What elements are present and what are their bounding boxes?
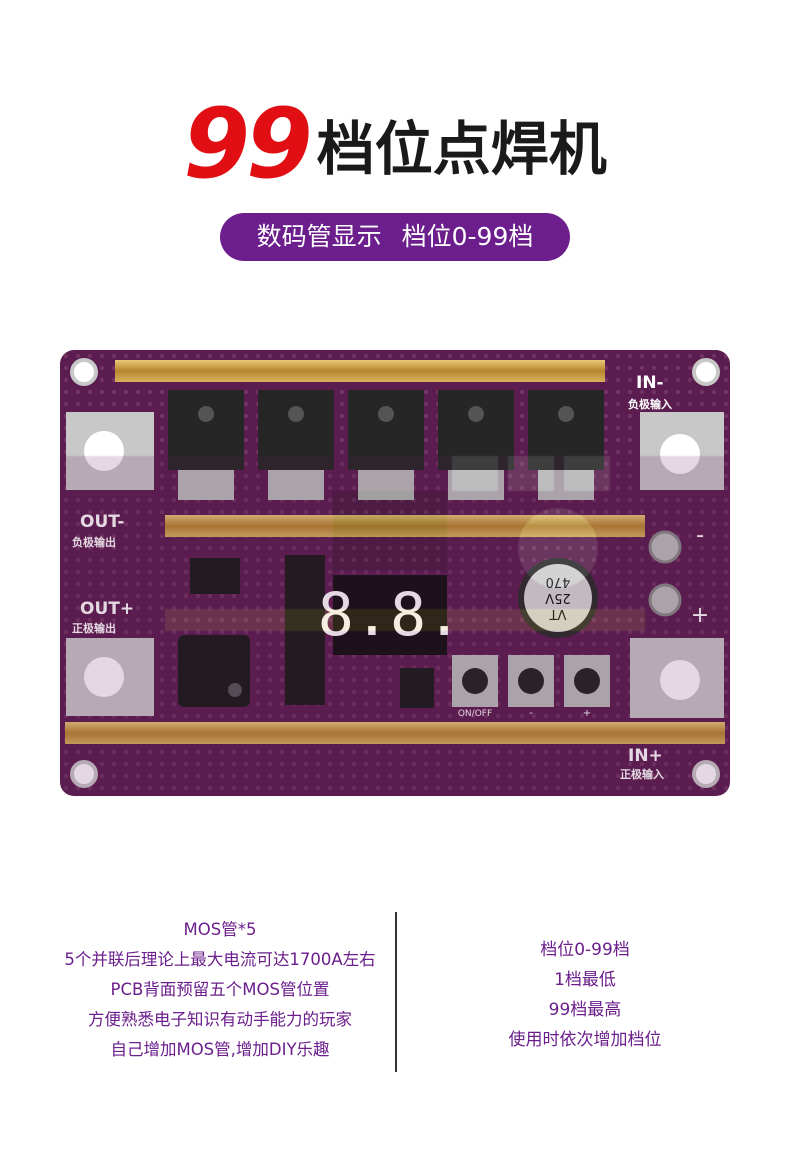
feature-pill: 数码管显示 档位0-99档 xyxy=(220,213,570,261)
label-in-minus-cn: 负极输入 xyxy=(628,397,672,411)
title-text: 档位点焊机 xyxy=(316,115,607,183)
board-reflection xyxy=(60,456,730,796)
vertical-divider xyxy=(395,912,397,1072)
copper-bar-bottom xyxy=(65,722,725,744)
pcb-board-svg: 8.8. VT 25V 470 ON/OFF - + - + IN- 负极输入 … xyxy=(60,350,730,796)
label-in-plus-cn: 正极输入 xyxy=(620,767,664,781)
display-digits: 8.8. xyxy=(318,580,463,650)
cap-text-25v: 25V xyxy=(545,590,571,605)
btn-label-onoff: ON/OFF xyxy=(458,709,492,719)
mosfet-row xyxy=(168,390,604,500)
features-text: MOS管*5 5个并联后理论上最大电流可达1700A左右 PCB背面预留五个MO… xyxy=(40,915,400,1065)
cap-text-470: 470 xyxy=(546,574,571,589)
feature-line: PCB背面预留五个MOS管位置 xyxy=(110,980,330,999)
gear-line: 99档最高 xyxy=(548,1000,622,1020)
title-number: 99 xyxy=(183,88,313,200)
seven-segment-display xyxy=(333,575,447,655)
label-out-plus-cn: 正极输出 xyxy=(72,621,116,635)
label-in-plus: IN+ xyxy=(628,746,663,766)
gear-line: 使用时依次增加档位 xyxy=(508,1030,662,1050)
label-out-minus: OUT- xyxy=(80,512,124,532)
ic-chip xyxy=(190,558,240,594)
gear-line: 1档最低 xyxy=(554,970,616,990)
pill-display-text: 数码管显示 xyxy=(256,222,382,251)
stud-minus xyxy=(648,530,682,564)
mount-hole-icon xyxy=(70,358,98,386)
ic-chip-long xyxy=(285,555,325,705)
pill-gear-text: 档位0-99档 xyxy=(401,222,534,251)
gear-line: 档位0-99档 xyxy=(540,940,630,960)
pcb-board-image: 8.8. VT 25V 470 ON/OFF - + - + IN- 负极输入 … xyxy=(60,350,730,796)
stud-plus xyxy=(648,583,682,617)
ic-chip-small xyxy=(400,668,434,708)
btn-label-minus: - xyxy=(529,708,533,719)
gears-text: 档位0-99档 1档最低 99档最高 使用时依次增加档位 xyxy=(420,935,750,1055)
label-out-minus-cn: 负极输出 xyxy=(72,535,116,549)
feature-line: 5个并联后理论上最大电流可达1700A左右 xyxy=(64,950,376,969)
feature-line: 自己增加MOS管,增加DIY乐趣 xyxy=(110,1040,330,1059)
copper-bar-top xyxy=(115,360,605,382)
tactile-buttons xyxy=(452,655,610,707)
label-plus-sign: + xyxy=(691,603,709,628)
mount-hole-icon xyxy=(692,760,720,788)
copper-bar-middle xyxy=(165,515,645,537)
cap-text-vt: VT xyxy=(550,606,567,621)
mount-hole-icon xyxy=(692,358,720,386)
btn-label-plus: + xyxy=(583,708,591,719)
feature-line: 方便熟悉电子知识有动手能力的玩家 xyxy=(88,1010,352,1029)
mount-hole-icon xyxy=(70,760,98,788)
feature-line: MOS管*5 xyxy=(183,920,257,939)
label-minus-sign: - xyxy=(696,523,704,548)
label-out-plus: OUT+ xyxy=(80,599,134,619)
label-in-minus: IN- xyxy=(636,373,664,393)
